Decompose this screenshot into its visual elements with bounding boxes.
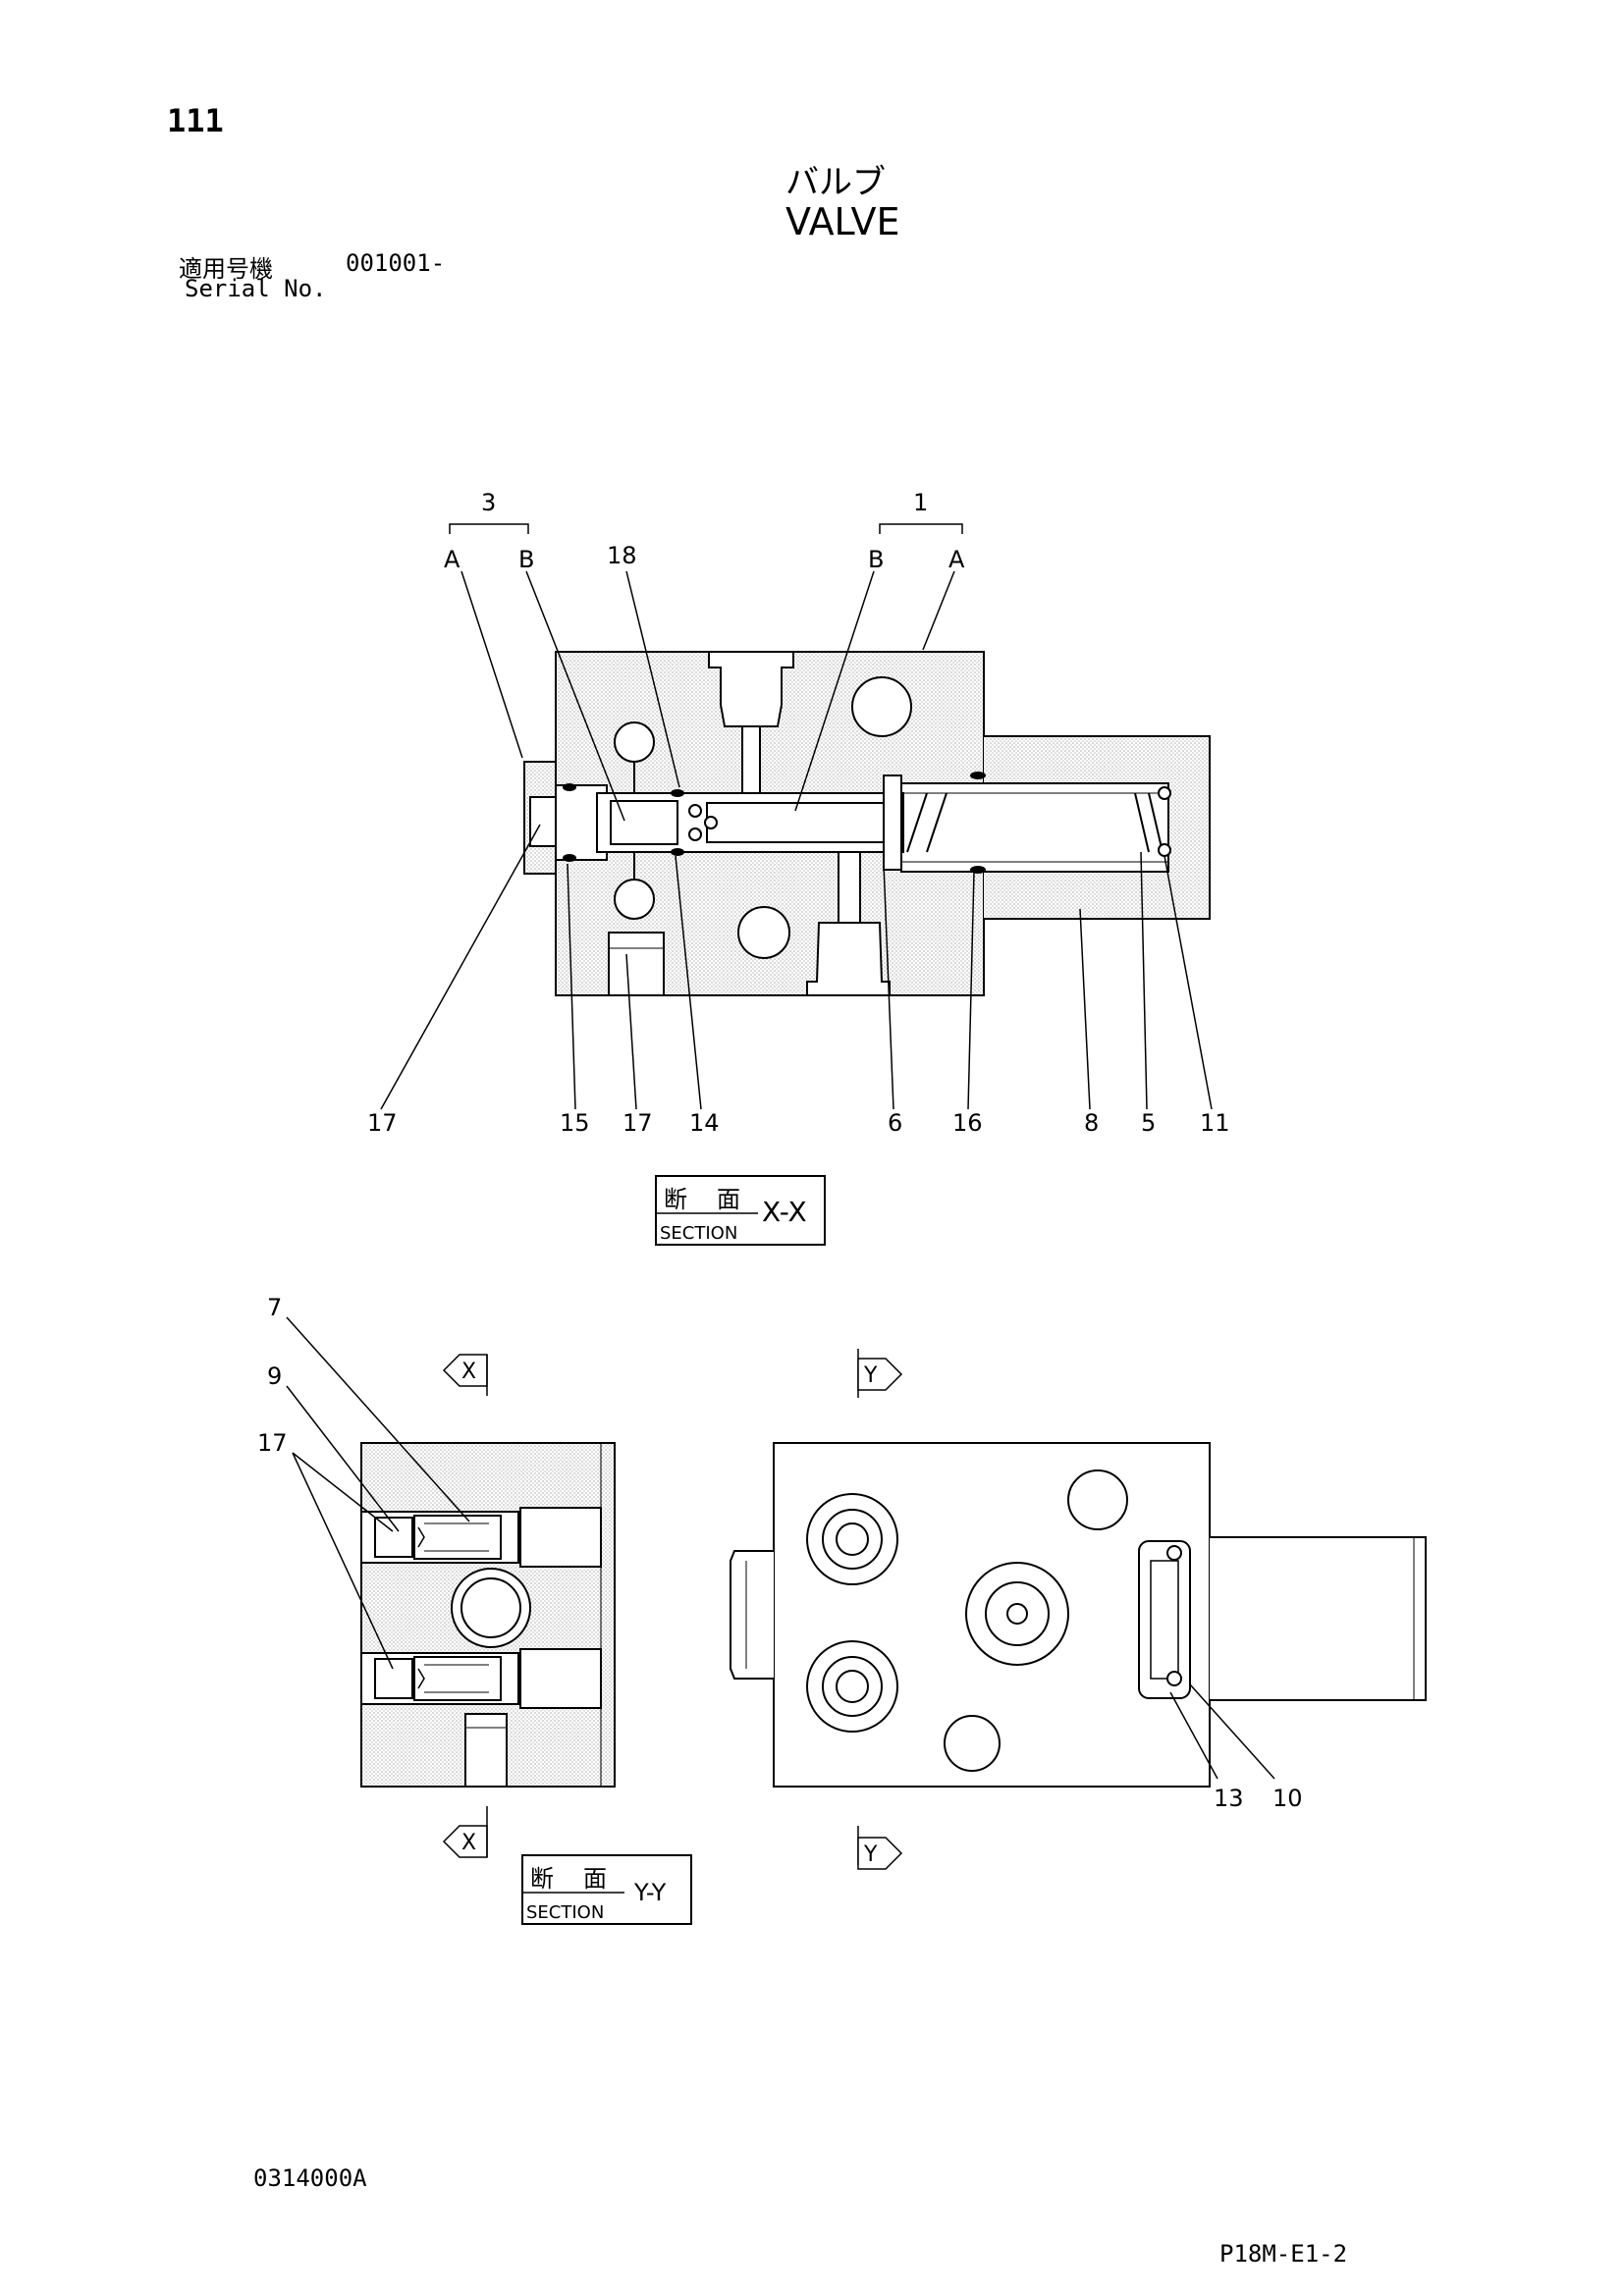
callout-17a: 17 bbox=[367, 1109, 398, 1137]
callout-9: 9 bbox=[267, 1362, 282, 1390]
callout-6: 6 bbox=[888, 1109, 902, 1137]
callout-7: 7 bbox=[267, 1294, 282, 1321]
section-xx-en: SECTION bbox=[660, 1223, 737, 1244]
serial-value: 001001- bbox=[346, 249, 446, 277]
callout-13: 13 bbox=[1214, 1785, 1244, 1812]
arrow-x-top-label: X bbox=[461, 1360, 476, 1384]
section-yy-jp-2: 面 bbox=[583, 1865, 607, 1893]
section-yy-labels: 7 9 17 bbox=[257, 1294, 288, 1457]
callout-17b: 17 bbox=[623, 1109, 653, 1137]
section-yy-label-box: 断 面 SECTION Y-Y bbox=[521, 1854, 692, 1925]
arrow-x-bottom-label: X bbox=[461, 1831, 476, 1855]
section-xx-jp-2: 面 bbox=[717, 1186, 740, 1213]
page-code: P18M-E1-2 bbox=[1219, 2240, 1348, 2268]
callout-17c: 17 bbox=[257, 1429, 288, 1457]
callout-15: 15 bbox=[560, 1109, 590, 1137]
section-yy-jp-1: 断 bbox=[530, 1865, 554, 1893]
group-label-1: 1 bbox=[913, 489, 928, 516]
section-xx-leaders bbox=[380, 523, 1213, 1110]
section-yy-leaders bbox=[286, 1316, 470, 1670]
callout-a-right: A bbox=[948, 546, 965, 573]
callout-16: 16 bbox=[952, 1109, 983, 1137]
arrow-y-bottom-label: Y bbox=[863, 1842, 878, 1867]
front-view-drawing bbox=[730, 1442, 1427, 1788]
section-yy-id: Y-Y bbox=[633, 1879, 667, 1906]
arrow-y-top: Y bbox=[857, 1349, 903, 1398]
group-label-3: 3 bbox=[481, 489, 496, 516]
callout-8: 8 bbox=[1084, 1109, 1099, 1137]
section-xx-label-box: 断 面 SECTION X-X bbox=[655, 1175, 826, 1246]
section-xx-drawing bbox=[523, 651, 1211, 996]
serial-label-japanese: 適用号機 bbox=[179, 255, 273, 283]
arrow-y-bottom: Y bbox=[857, 1826, 903, 1870]
callout-11: 11 bbox=[1200, 1109, 1230, 1137]
callout-18: 18 bbox=[607, 542, 637, 569]
callout-b-left: B bbox=[518, 546, 534, 573]
section-yy-drawing bbox=[360, 1442, 616, 1788]
callout-5: 5 bbox=[1141, 1109, 1156, 1137]
page-number: 111 bbox=[167, 102, 224, 139]
section-xx-jp-1: 断 bbox=[664, 1186, 687, 1213]
document-code: 0314000A bbox=[253, 2164, 367, 2192]
front-view-leaders bbox=[1169, 1683, 1275, 1780]
arrow-x-top: X bbox=[442, 1354, 488, 1396]
arrow-y-top-label: Y bbox=[863, 1363, 878, 1388]
front-view-labels: 13 10 bbox=[1214, 1785, 1303, 1812]
callout-a-left: A bbox=[444, 546, 460, 573]
callout-b-right: B bbox=[868, 546, 884, 573]
title-english: VALVE bbox=[785, 200, 900, 243]
callout-10: 10 bbox=[1272, 1785, 1303, 1812]
section-yy-en: SECTION bbox=[526, 1902, 604, 1923]
serial-label-english: Serial No. bbox=[185, 275, 327, 302]
arrow-x-bottom: X bbox=[442, 1806, 488, 1858]
title-japanese: バルブ bbox=[785, 163, 886, 202]
callout-14: 14 bbox=[689, 1109, 720, 1137]
section-xx-id: X-X bbox=[762, 1196, 807, 1228]
section-xx-labels: 3 1 A B 18 B A 17 15 17 14 6 16 8 5 11 bbox=[367, 489, 1230, 1137]
